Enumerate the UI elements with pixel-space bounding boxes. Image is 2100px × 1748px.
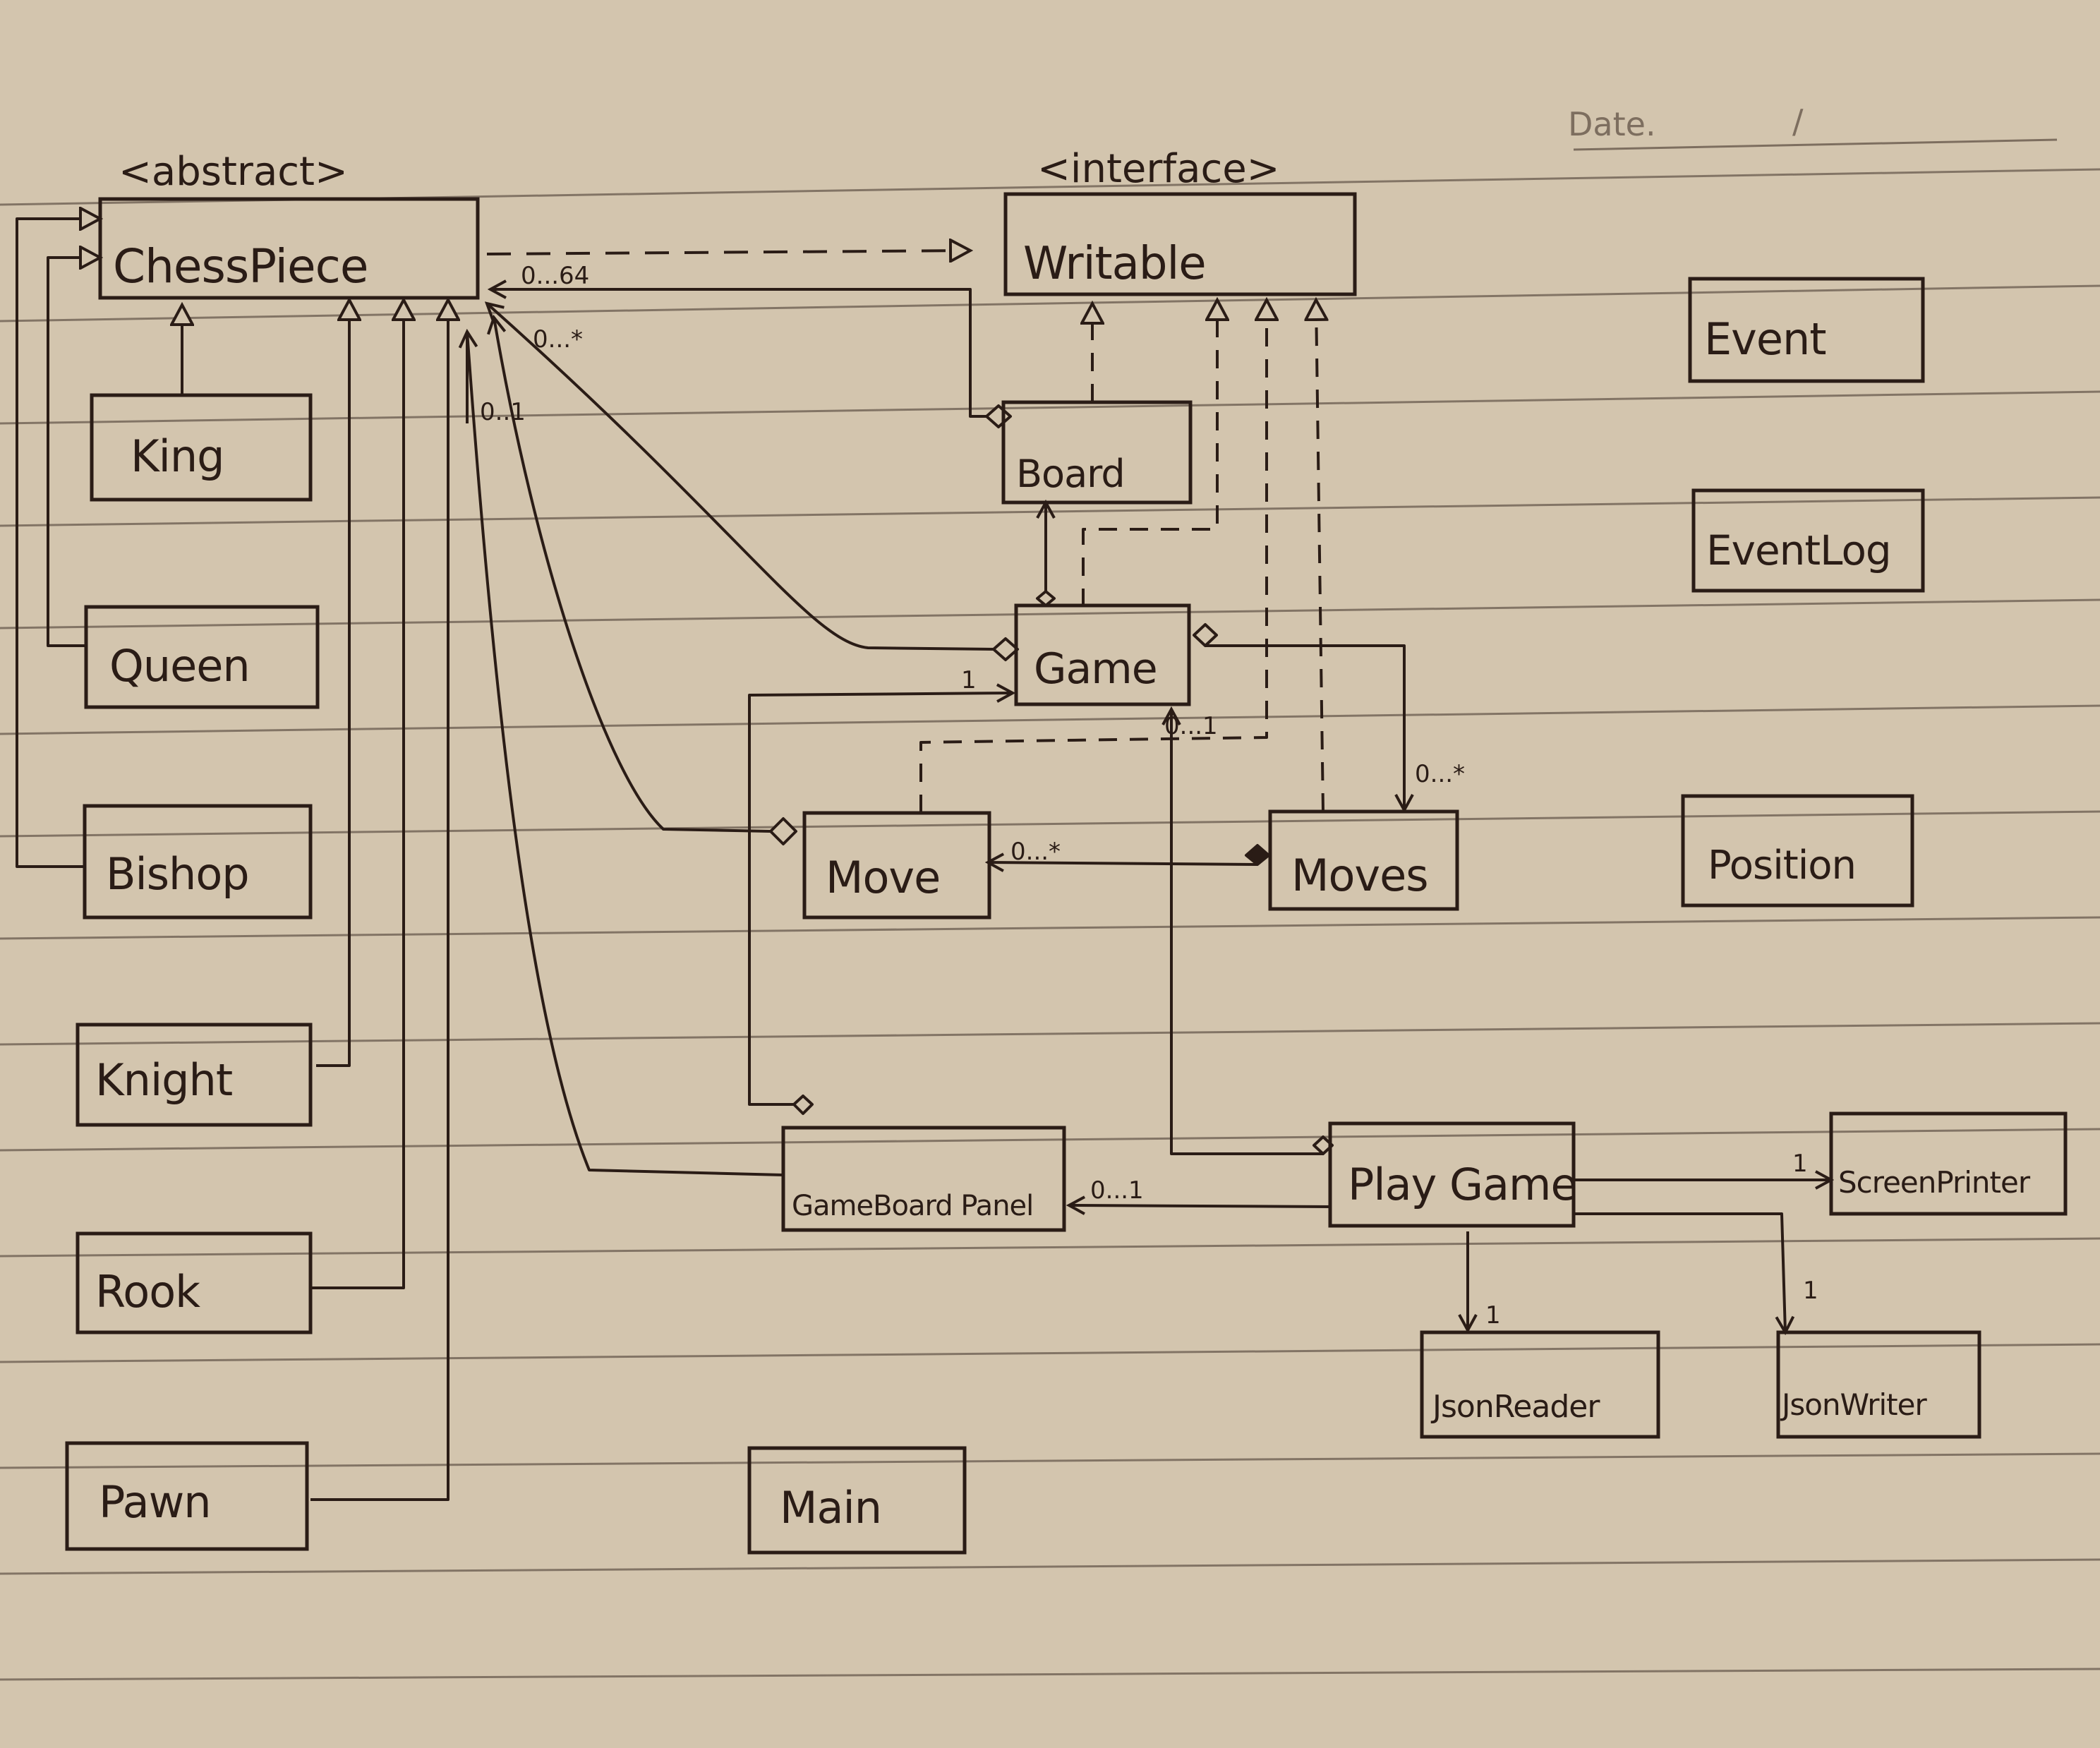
- move-has-piece: [494, 318, 771, 833]
- class-name-label: JsonReader: [1430, 1389, 1600, 1425]
- class-event-log: EventLog: [1691, 488, 1925, 593]
- class-gameboard-panel: GameBoard Panel: [781, 1126, 1066, 1232]
- class-bishop: Bishop: [83, 804, 313, 920]
- class-name-label: ChessPiece: [113, 239, 368, 294]
- class-name-label: Knight: [95, 1054, 232, 1106]
- class-name-label: Board: [1016, 452, 1125, 496]
- knight-extends-chesspiece: [316, 300, 349, 1067]
- pawn-extends-chesspiece: [310, 300, 448, 1501]
- date-label: Date.: [1568, 105, 1656, 143]
- class-knight: Knight: [76, 1023, 313, 1127]
- class-name-label: Bishop: [106, 848, 249, 900]
- class-name-label: Rook: [95, 1266, 200, 1318]
- class-name-label: Game: [1034, 644, 1157, 694]
- mult-playgame-printer: 1: [1792, 1150, 1808, 1178]
- multiplicity-labels: 0...64 0...* 0..1 0...* 0...1 0...* 0...…: [480, 262, 1818, 1330]
- class-moves: Moves: [1268, 809, 1459, 911]
- class-name-label: Move: [826, 852, 940, 903]
- game-implements-writable: [1082, 300, 1217, 607]
- class-position: Position: [1681, 794, 1914, 908]
- class-name-label: Moves: [1291, 850, 1428, 901]
- class-writable: Writable: [1003, 192, 1357, 296]
- panel-has-game: [748, 693, 1013, 1106]
- class-name-label: Event: [1704, 313, 1826, 365]
- class-name-label: ScreenPrinter: [1838, 1165, 2031, 1200]
- mult-playgame-reader: 1: [1485, 1301, 1501, 1330]
- playgame-uses-writer: [1574, 1212, 1785, 1332]
- playgame-has-game: [1171, 709, 1323, 1155]
- class-name-label: King: [131, 430, 224, 482]
- class-game: Game: [1014, 603, 1191, 706]
- class-name-label: Main: [780, 1482, 881, 1533]
- stereotype-abstract: <abstract>: [119, 149, 348, 195]
- stereotype-interface: <interface>: [1037, 146, 1280, 192]
- bishop-extends-chesspiece: [16, 219, 100, 868]
- date-separator: /: [1792, 102, 1804, 140]
- class-king: King: [90, 393, 313, 502]
- class-queen: Queen: [84, 605, 320, 709]
- mult-move-piece: 0..1: [480, 398, 526, 426]
- class-rook: Rook: [76, 1231, 313, 1334]
- playgame-uses-panel: [1069, 1205, 1331, 1207]
- panel-uses-piece: [467, 332, 784, 1176]
- class-name-label: Play Game: [1348, 1159, 1577, 1210]
- connectors: [16, 219, 1831, 1501]
- class-event: Event: [1688, 277, 1925, 383]
- class-play-game: Play Game: [1328, 1121, 1578, 1228]
- moves-implements-writable: [1316, 300, 1323, 812]
- date-header: Date. /: [1568, 102, 2058, 151]
- mult-moves-move: 0...*: [1010, 838, 1061, 866]
- mult-panel-game: 1: [961, 666, 977, 694]
- class-name-label: EventLog: [1706, 526, 1891, 574]
- chesspiece-implements-writable: [486, 251, 970, 254]
- move-implements-writable: [919, 300, 1267, 813]
- class-name-label: Writable: [1023, 238, 1206, 290]
- rook-extends-chesspiece: [310, 300, 404, 1289]
- class-name-label: Pawn: [99, 1476, 211, 1528]
- game-has-moves: [1205, 644, 1404, 810]
- class-json-writer: JsonWriter: [1776, 1330, 1981, 1439]
- class-board: Board: [1001, 400, 1193, 505]
- mult-game-pieces: 0...*: [533, 325, 583, 354]
- class-boxes: ChessPiece Writable King Queen Bishop Kn…: [65, 192, 2068, 1555]
- game-has-pieces: [487, 303, 994, 651]
- class-screen-printer: ScreenPrinter: [1829, 1111, 2068, 1216]
- class-name-label: Position: [1708, 843, 1856, 888]
- class-pawn: Pawn: [65, 1441, 309, 1551]
- board-has-pieces: [490, 289, 986, 418]
- mult-board-pieces: 0...64: [521, 262, 589, 290]
- class-name-label: JsonWriter: [1780, 1387, 1927, 1422]
- class-move: Move: [802, 811, 991, 920]
- class-json-reader: JsonReader: [1420, 1330, 1660, 1439]
- class-name-label: GameBoard Panel: [792, 1190, 1033, 1222]
- class-chess-piece: ChessPiece: [98, 197, 480, 300]
- moves-has-move: [988, 862, 1258, 864]
- mult-playgame-writer: 1: [1803, 1277, 1818, 1305]
- mult-game-moves: 0...1: [1164, 712, 1218, 740]
- mult-playgame-panel: 0...1: [1090, 1176, 1144, 1205]
- class-main: Main: [747, 1446, 967, 1555]
- ruled-lines: [0, 168, 2100, 1681]
- mult-moves-game: 0...*: [1415, 760, 1465, 788]
- class-name-label: Queen: [109, 640, 250, 692]
- queen-extends-chesspiece: [47, 258, 100, 647]
